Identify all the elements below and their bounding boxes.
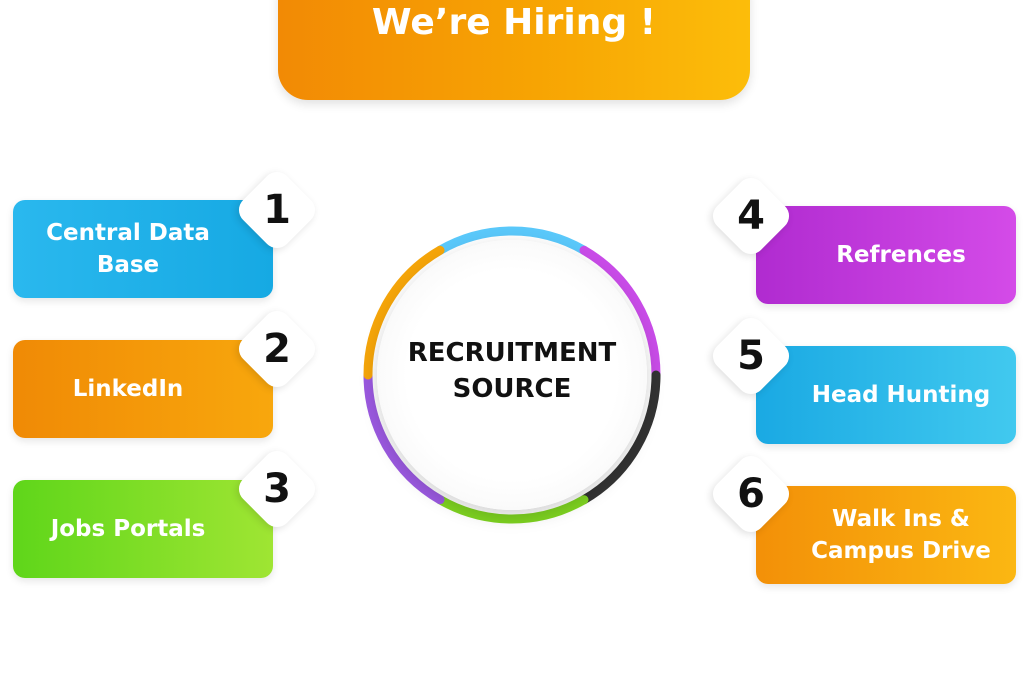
source-card-refrences: Refrences [756,206,1016,304]
ring-segment [579,370,661,505]
banner-title: We’re Hiring ! [371,2,657,43]
number-6: 6 [737,471,765,517]
ring-segment [435,495,589,524]
number-3: 3 [263,466,291,512]
source-label: Central Data [46,220,210,246]
ring-segment [435,226,589,255]
center-disc [377,240,647,510]
center-title: RECRUITMENT SOURCE [377,335,647,407]
source-label: Base [96,252,160,278]
source-label: Refrences [836,242,966,268]
ring-segment [579,245,661,380]
number-4: 4 [737,193,765,239]
source-label: Campus Drive [811,538,991,564]
source-card-head-hunting: Head Hunting [756,346,1016,444]
hiring-banner: We’re Hiring ! [278,0,750,100]
ring-segment [363,370,445,505]
source-label: Jobs Portals [50,516,206,542]
source-label: LinkedIn [72,376,184,402]
source-label: Head Hunting [811,382,991,408]
number-1: 1 [263,187,291,233]
center-title-line-2: SOURCE [452,374,572,404]
source-card-jobs-portals: Jobs Portals [13,480,273,578]
source-label: Walk Ins & [832,506,970,532]
number-2: 2 [263,326,291,372]
center-ring [363,226,661,524]
source-card-linkedin: LinkedIn [13,340,273,438]
source-card-walk-ins: Walk Ins & Campus Drive [756,486,1016,584]
center-title-line-1: RECRUITMENT [407,338,617,368]
ring-segment [363,245,445,380]
number-5: 5 [737,333,765,379]
